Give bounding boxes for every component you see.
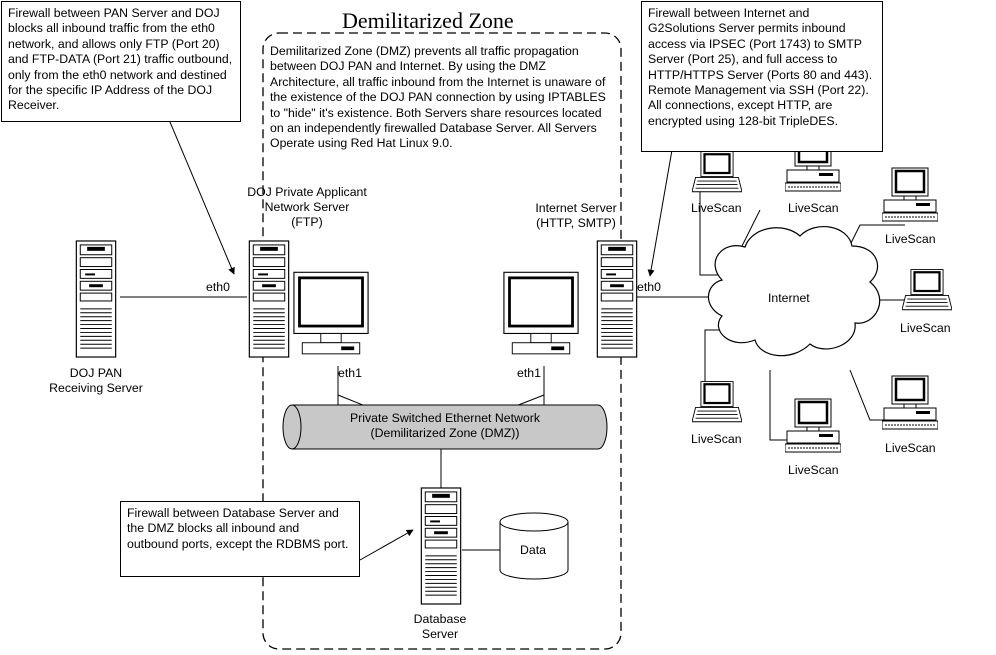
receiver-label: DOJ PAN Receiving Server — [36, 366, 156, 396]
internet-firewall-note: Firewall between Internet and G2Solution… — [641, 1, 883, 152]
diagram-title: Demilitarized Zone — [342, 8, 514, 33]
internet-server-monitor-icon — [503, 270, 579, 356]
doj-private-server-icon — [248, 240, 290, 358]
livescan-3-label: LiveScan — [885, 232, 936, 246]
network-label-line1: Private Switched Ethernet Network — [349, 411, 540, 425]
network-label: Private Switched Ethernet Network (Demil… — [322, 411, 568, 441]
doj-pan-receiving-server-icon — [75, 240, 117, 358]
network-label-line2: (Demilitarized Zone (DMZ)) — [370, 426, 520, 440]
eth1-left-label: eth1 — [338, 366, 362, 380]
livescan-5-pc-icon — [882, 375, 938, 431]
livescan-1-label: LiveScan — [691, 201, 742, 215]
doj-server-label-line1: DOJ Private Applicant — [247, 185, 367, 199]
livescan-5-label: LiveScan — [885, 441, 936, 455]
data-cylinder — [499, 512, 569, 580]
livescan-1-laptop-icon — [692, 150, 742, 193]
internet-server-label: Internet Server (HTTP, SMTP) — [516, 201, 636, 231]
database-label-line1: Database — [413, 612, 467, 626]
note-arrows — [169, 121, 673, 561]
eth0-left-label: eth0 — [206, 280, 230, 294]
livescan-3-pc-icon — [882, 167, 938, 223]
internet-server-icon — [596, 240, 638, 358]
ethernet-network-cylinder — [282, 404, 608, 450]
eth0-right-label: eth0 — [637, 280, 661, 294]
pan-firewall-note: Firewall between PAN Server and DOJ bloc… — [1, 1, 241, 122]
livescan-4-label: LiveScan — [900, 321, 951, 335]
doj-server-label-line2: Network Server — [264, 200, 350, 214]
doj-server-label-line3: (FTP) — [291, 215, 323, 229]
eth1-right-label: eth1 — [517, 366, 541, 380]
internet-cloud — [707, 226, 881, 357]
data-label: Data — [520, 543, 546, 557]
livescan-4-laptop-icon — [902, 268, 952, 311]
doj-private-monitor-icon — [293, 270, 369, 356]
internet-server-label-line2: (HTTP, SMTP) — [536, 216, 616, 230]
livescan-7-laptop-icon — [692, 380, 742, 423]
livescan-2-label: LiveScan — [788, 201, 839, 215]
livescan-6-label: LiveScan — [788, 463, 839, 477]
receiver-label-line1: DOJ PAN — [69, 366, 123, 380]
internet-label: Internet — [768, 291, 810, 305]
dmz-description-text: Demilitarized Zone (DMZ) prevents all tr… — [270, 44, 606, 151]
doj-server-label: DOJ Private Applicant Network Server (FT… — [232, 185, 382, 230]
livescan-6-pc-icon — [785, 398, 841, 454]
database-firewall-note: Firewall between Database Server and the… — [120, 501, 360, 577]
database-server-label: Database Server — [400, 612, 480, 642]
database-label-line2: Server — [421, 627, 459, 641]
database-server-icon — [420, 487, 462, 605]
livescan-7-label: LiveScan — [691, 432, 742, 446]
receiver-label-line2: Receiving Server — [49, 381, 143, 395]
internet-server-label-line1: Internet Server — [535, 201, 617, 215]
